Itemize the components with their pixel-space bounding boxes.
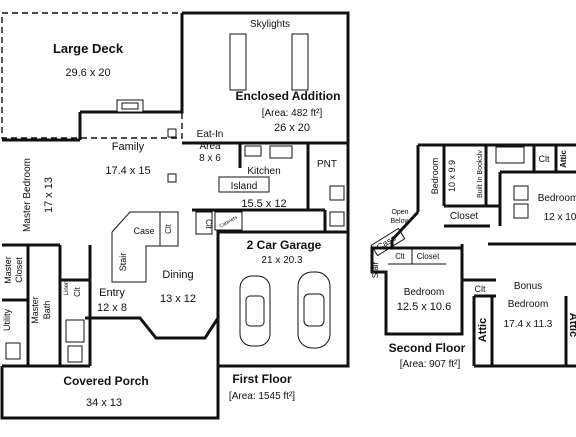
utility-label: Utility — [2, 309, 12, 331]
garage-dims: 21 x 20.3 — [261, 255, 303, 266]
addition-walls — [182, 11, 350, 143]
sf-clt-c-label: Clt — [475, 284, 486, 294]
first-floor-title: First Floor — [232, 372, 292, 386]
dining-bay-wall — [85, 316, 220, 340]
sf-attic-right-label: Attic — [567, 313, 576, 337]
utility-fixture — [5, 342, 21, 360]
sf-bedroom-right-dims: 12 x 10 — [544, 212, 576, 223]
sf-sink — [513, 185, 529, 201]
sf-stair-label: Stair — [371, 261, 380, 278]
bath-toilet — [67, 345, 83, 363]
kitchen-clt-box — [195, 211, 213, 235]
sf-bedroom-main-dims: 12.5 x 10.6 — [397, 301, 451, 313]
sf-tub — [495, 146, 525, 164]
car-left-roof — [245, 295, 265, 327]
eat-in-label-1: Eat-In — [197, 129, 224, 140]
porch-walls — [0, 366, 220, 420]
sf-closet-b-label: Closet — [417, 252, 440, 261]
sf-bedroom-main-label: Bedroom — [404, 287, 445, 298]
sf-bonus-label: Bonus — [514, 281, 542, 292]
sf-clt-top-label: Clt — [539, 154, 550, 164]
toilet — [329, 211, 345, 227]
washer — [329, 185, 345, 201]
pantry-label: PNT — [317, 159, 337, 170]
entry-label: Entry — [99, 287, 125, 299]
fixtures — [5, 33, 345, 363]
family-label: Family — [112, 141, 145, 153]
sf-bonus-dims: 17.4 x 11.3 — [504, 319, 553, 330]
island-box — [218, 176, 270, 193]
covered-porch-dims: 34 x 13 — [86, 397, 122, 409]
kitchen-label: Kitchen — [247, 166, 280, 177]
sf-clt-a-label: Clt — [395, 252, 406, 261]
sf-toilet — [513, 203, 529, 219]
car-right — [297, 271, 331, 349]
covered-porch-label: Covered Porch — [63, 374, 148, 388]
second-floor-walls — [370, 143, 576, 368]
dining-label: Dining — [162, 269, 193, 281]
large-deck-dims: 29.6 x 20 — [65, 67, 110, 79]
sf-bonus-label-2: Bedroom — [508, 299, 549, 310]
sf-bedroom-small-dims: 10 x 9.9 — [447, 160, 457, 192]
eat-in-label-2: Area — [199, 141, 221, 152]
cabinets-box — [214, 211, 243, 231]
dining-dims: 13 x 12 — [160, 293, 196, 305]
kitchen-range — [269, 145, 293, 159]
master-closet-label-2: Closet — [14, 257, 24, 283]
sf-built-in-label: Built In Bookslv — [477, 150, 484, 198]
eat-in-dims: 8 x 6 — [199, 153, 221, 164]
bath-sink — [65, 319, 85, 343]
linen-label: Linen — [64, 281, 70, 296]
car-right-roof — [303, 293, 325, 327]
fireplace-insert — [121, 102, 139, 110]
master-bath-label-2: Bath — [42, 301, 52, 320]
column-b — [167, 173, 177, 183]
master-bedroom-dims: 17 x 13 — [43, 177, 55, 213]
second-floor-area: [Area: 907 ft²] — [400, 359, 461, 370]
sf-bedroom-right-label: Bedroom — [538, 193, 576, 204]
second-floor-title: Second Floor — [389, 341, 466, 355]
car-left — [239, 275, 271, 347]
garage-walls — [216, 230, 350, 368]
enclosed-addition-dims: 26 x 20 — [274, 122, 310, 134]
family-dims: 17.4 x 15 — [105, 165, 150, 177]
sf-case-box — [370, 227, 406, 257]
large-deck-label: Large Deck — [53, 41, 124, 56]
stair-clt-label: Clt — [164, 223, 173, 234]
sf-attic-top-label: Attic — [559, 150, 568, 168]
kitchen-dims: 15.5 x 12 — [241, 198, 286, 210]
stair-case-outline — [111, 211, 179, 283]
sf-attic-left-label: Attic — [477, 318, 489, 342]
master-bath-label-1: Master — [30, 296, 40, 324]
sf-open-below-1: Open — [391, 209, 408, 216]
house-top-wall — [80, 13, 184, 114]
master-bedroom-label: Master Bedroom — [22, 158, 33, 232]
sf-stair-diag — [390, 210, 420, 242]
first-floor-area: [Area: 1545 ft²] — [229, 391, 295, 402]
master-closet-label-1: Master — [3, 256, 13, 284]
entry-dims: 12 x 8 — [97, 302, 127, 314]
bath-clt-label: Clt — [73, 286, 82, 297]
case-label: Case — [133, 226, 154, 236]
stair-label: Stair — [118, 253, 128, 272]
skylights-label: Skylights — [250, 19, 290, 30]
kitchen-sink — [244, 145, 262, 157]
kitchen-clt-label: Clt — [204, 219, 213, 230]
column-a — [167, 128, 177, 138]
first-floor-walls — [0, 11, 350, 420]
sf-open-below-2: Below — [390, 218, 410, 225]
island-label: Island — [231, 181, 258, 192]
sf-bedroom-small-label: Bedroom — [430, 158, 440, 195]
sf-closet-label: Closet — [450, 211, 479, 222]
garage-label: 2 Car Garage — [247, 238, 322, 252]
skylight-right — [291, 33, 309, 91]
enclosed-addition-area: [Area: 482 ft²] — [262, 108, 323, 119]
enclosed-addition-label: Enclosed Addition — [236, 89, 341, 103]
skylight-left — [229, 33, 247, 91]
